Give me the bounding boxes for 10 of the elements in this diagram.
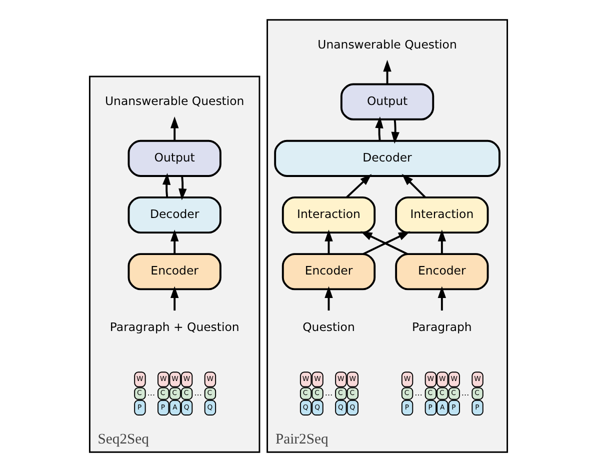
node-text: Unanswerable Question — [317, 37, 456, 52]
node-text: Question — [302, 320, 354, 334]
label: … — [414, 388, 422, 398]
label: … — [194, 388, 202, 398]
label: … — [460, 388, 469, 398]
label: … — [146, 388, 155, 398]
node-text: Unanswerable Question — [104, 94, 244, 108]
node-text: Paragraph — [411, 320, 472, 334]
node-text: Paragraph + Question — [109, 320, 239, 334]
label: … — [324, 388, 332, 398]
